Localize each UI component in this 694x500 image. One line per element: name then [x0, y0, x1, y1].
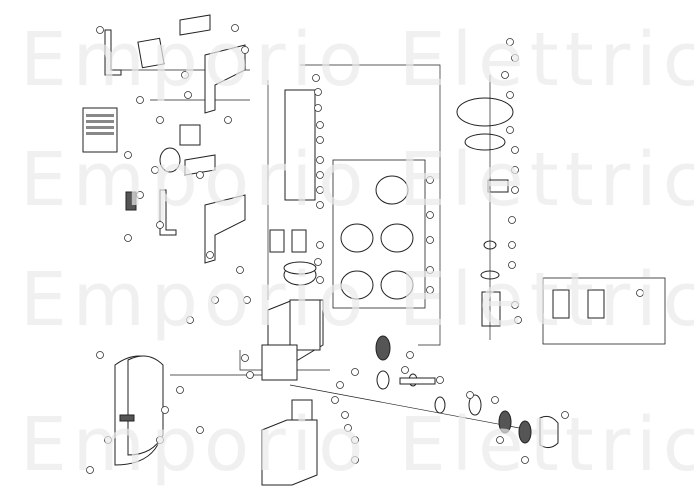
callout-circle	[316, 121, 324, 129]
callout-circle	[314, 88, 322, 96]
callout-circle	[316, 186, 324, 194]
callout-circle	[341, 411, 349, 419]
base-bracket	[261, 419, 318, 486]
watermark-text: Emporio Elettrico	[20, 17, 694, 103]
callout-circle	[316, 171, 324, 179]
callout-circle	[511, 146, 519, 154]
motor-housing	[261, 89, 324, 381]
callout-circle	[426, 236, 434, 244]
callout-markers	[86, 24, 644, 474]
callout-circle	[501, 71, 509, 79]
coils	[340, 175, 414, 300]
callout-circle	[636, 289, 644, 297]
base-plate	[291, 399, 313, 421]
callout-circle	[181, 71, 189, 79]
instruction-card	[82, 107, 118, 153]
callout-circle	[184, 91, 192, 99]
callout-circle	[136, 191, 144, 199]
leader-lines	[120, 64, 531, 431]
coil-group-box	[332, 159, 426, 309]
callout-circle	[331, 396, 339, 404]
callout-circle	[351, 436, 359, 444]
callout-circle	[336, 381, 344, 389]
callout-circle	[316, 201, 324, 209]
callout-circle	[426, 211, 434, 219]
callout-circle	[351, 456, 359, 464]
callout-circle	[151, 166, 159, 174]
operator-cover	[114, 355, 164, 466]
callout-circle	[316, 241, 324, 249]
callout-circle	[96, 351, 104, 359]
callout-circle	[211, 296, 219, 304]
callout-circle	[314, 258, 322, 266]
pump-assembly	[456, 75, 605, 340]
callout-circle	[506, 91, 514, 99]
callout-circle	[243, 296, 251, 304]
callout-circle	[136, 96, 144, 104]
callout-circle	[161, 406, 169, 414]
callout-circle	[351, 368, 359, 376]
callout-circle	[196, 171, 204, 179]
callout-circle	[186, 316, 194, 324]
callout-circle	[561, 411, 569, 419]
callout-circle	[156, 221, 164, 229]
callout-circle	[96, 26, 104, 34]
callout-circle	[521, 456, 529, 464]
callout-circle	[241, 46, 249, 54]
callout-circle	[508, 216, 516, 224]
watermark-text: Emporio Elettrico	[20, 402, 694, 488]
callout-circle	[314, 104, 322, 112]
callout-circle	[86, 466, 94, 474]
callout-circle	[206, 251, 214, 259]
callout-circle	[176, 386, 184, 394]
callout-circle	[506, 38, 514, 46]
callout-circle	[312, 74, 320, 82]
watermark-text: Emporio Elettrico	[20, 137, 694, 223]
callout-circle	[426, 176, 434, 184]
callout-circle	[466, 391, 474, 399]
callout-circle	[508, 241, 516, 249]
callout-circle	[316, 156, 324, 164]
callout-circle	[344, 424, 352, 432]
callout-circle	[316, 136, 324, 144]
callout-circle	[124, 234, 132, 242]
callout-circle	[241, 354, 249, 362]
callout-circle	[316, 276, 324, 284]
callout-circle	[491, 396, 499, 404]
callout-circle	[426, 266, 434, 274]
callout-circle	[511, 186, 519, 194]
callout-circle	[104, 436, 112, 444]
callout-circle	[506, 126, 514, 134]
callout-circle	[511, 166, 519, 174]
callout-circle	[156, 116, 164, 124]
callout-circle	[196, 426, 204, 434]
callout-circle	[224, 116, 232, 124]
gear-train	[375, 335, 559, 449]
callout-circle	[246, 371, 254, 379]
callout-circle	[436, 376, 444, 384]
callout-circle	[496, 436, 504, 444]
callout-circle	[231, 24, 239, 32]
callout-circle	[511, 301, 519, 309]
callout-circle	[236, 266, 244, 274]
callout-circle	[124, 151, 132, 159]
callout-circle	[426, 286, 434, 294]
callout-circle	[401, 366, 409, 374]
watermark: Emporio Elettrico Emporio Elettrico Empo…	[20, 17, 694, 488]
callout-circle	[514, 316, 522, 324]
watermark-text: Emporio Elettrico	[20, 257, 694, 343]
callout-circle	[511, 54, 519, 62]
callout-circle	[406, 351, 414, 359]
callout-circle	[508, 261, 516, 269]
callout-circle	[156, 436, 164, 444]
bracket-parts	[104, 14, 246, 264]
piston-group-box	[542, 277, 666, 345]
